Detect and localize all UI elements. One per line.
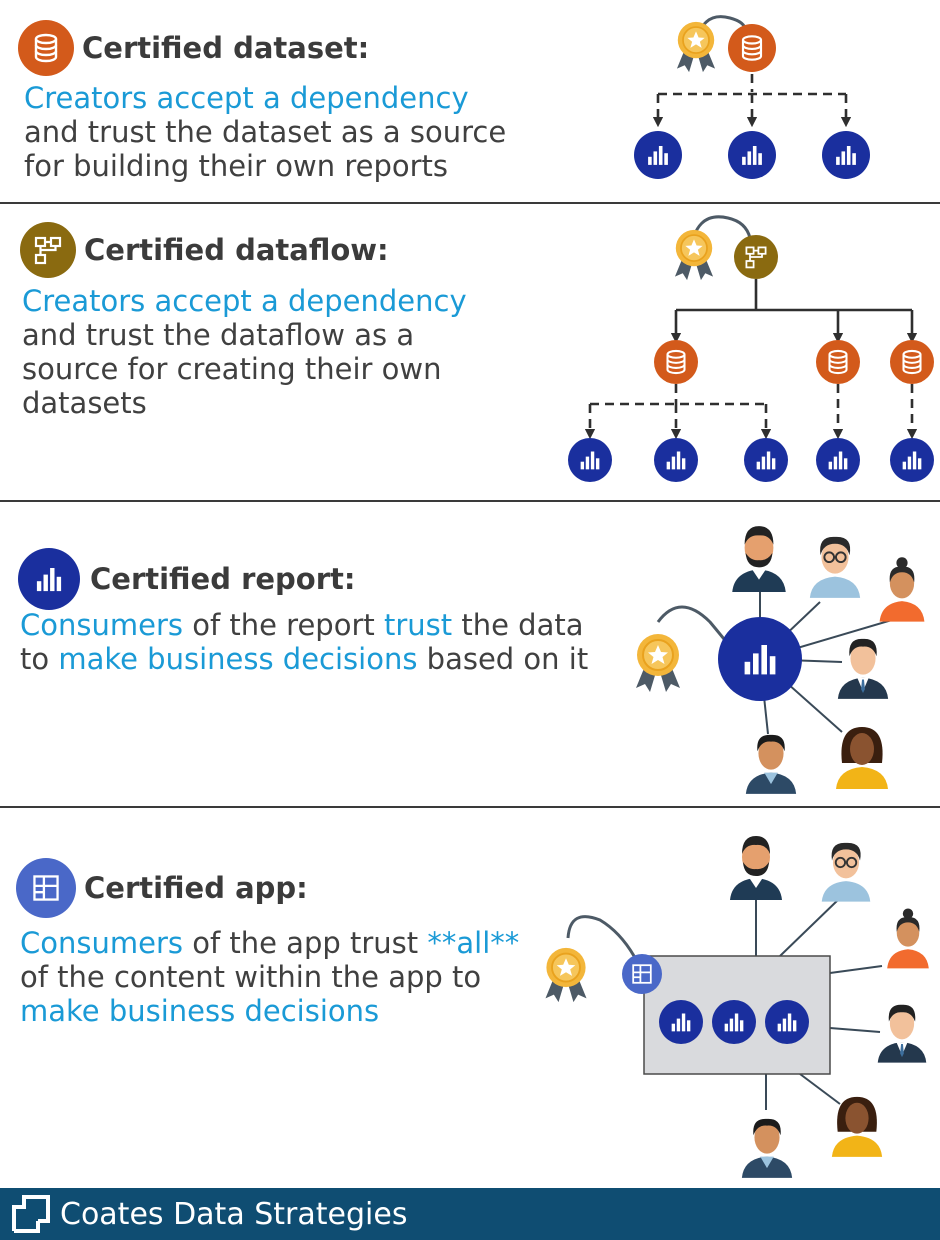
divider bbox=[0, 202, 940, 204]
description-text: the data bbox=[452, 608, 584, 642]
report-node bbox=[718, 617, 802, 701]
award-icon bbox=[674, 228, 714, 282]
dataflow-icon bbox=[20, 222, 76, 278]
description-text: Creators accept a dependency bbox=[24, 81, 469, 115]
dataset-diagram bbox=[634, 15, 870, 179]
app-icon bbox=[16, 858, 76, 918]
report-node bbox=[744, 438, 788, 482]
person-icon bbox=[877, 1004, 927, 1063]
app-diagram bbox=[544, 836, 929, 1178]
description-text: Consumers bbox=[20, 926, 183, 960]
section-certified-app: Certified app: Consumers of the app trus… bbox=[0, 808, 940, 1188]
report-node bbox=[654, 438, 698, 482]
app-title-row: Certified app: bbox=[16, 858, 308, 918]
description-text: and trust the dataset as a source bbox=[24, 115, 507, 149]
report-node bbox=[568, 438, 612, 482]
person-icon bbox=[879, 557, 925, 622]
description-text: of the report bbox=[182, 608, 384, 642]
description-text: Creators accept a dependency bbox=[22, 284, 467, 318]
person-icon bbox=[887, 908, 929, 969]
person-icon bbox=[820, 841, 872, 902]
description-text: and trust the dataflow as a bbox=[22, 318, 415, 352]
description-text: for building their own reports bbox=[24, 149, 448, 183]
description-text: Consumers bbox=[20, 608, 183, 642]
footer-brand-text: Coates Data Strategies bbox=[60, 1196, 408, 1232]
report-description: Consumers of the report trust the data to… bbox=[20, 608, 620, 676]
app-description: Consumers of the app trust **all**of the… bbox=[20, 926, 580, 1028]
database-icon bbox=[18, 20, 74, 76]
award-icon bbox=[544, 946, 588, 1004]
description-text: make business decisions bbox=[58, 642, 418, 676]
person-icon bbox=[732, 526, 786, 592]
description-text: datasets bbox=[22, 386, 147, 420]
description-text: **all** bbox=[427, 926, 520, 960]
dataset-title: Certified dataset: bbox=[82, 31, 370, 65]
report-diagram bbox=[635, 526, 925, 794]
section-certified-report: Certified report: Consumers of the repor… bbox=[0, 502, 940, 806]
report-node bbox=[765, 1000, 809, 1044]
section-certified-dataflow: Certified dataflow: Creators accept a de… bbox=[0, 204, 940, 500]
footer-bar: Coates Data Strategies bbox=[0, 1188, 940, 1240]
report-title-row: Certified report: bbox=[18, 548, 356, 610]
dataflow-title: Certified dataflow: bbox=[84, 233, 389, 267]
report-node bbox=[890, 438, 934, 482]
divider bbox=[0, 500, 940, 502]
divider bbox=[0, 806, 940, 808]
award-icon bbox=[635, 633, 681, 693]
award-icon bbox=[676, 20, 716, 74]
report-node bbox=[822, 131, 870, 179]
description-text: based on it bbox=[417, 642, 589, 676]
description-text: trust bbox=[383, 608, 453, 642]
app-node bbox=[622, 954, 662, 994]
section-certified-dataset: Certified dataset: Creators accept a dep… bbox=[0, 0, 940, 203]
person-icon bbox=[831, 1096, 883, 1157]
report-node bbox=[659, 1000, 703, 1044]
person-icon bbox=[730, 836, 782, 900]
dataflow-title-row: Certified dataflow: bbox=[20, 222, 389, 278]
app-title: Certified app: bbox=[84, 871, 308, 905]
person-icon bbox=[745, 734, 797, 794]
dataflow-diagram bbox=[568, 215, 934, 482]
report-node bbox=[816, 438, 860, 482]
description-text: make business decisions bbox=[20, 994, 380, 1028]
person-icon bbox=[808, 535, 862, 598]
report-node bbox=[634, 131, 682, 179]
description-text: of the app trust bbox=[182, 926, 428, 960]
description-text: source for creating their own bbox=[22, 352, 442, 386]
description-text: to bbox=[20, 642, 59, 676]
report-icon bbox=[18, 548, 80, 610]
report-node bbox=[728, 131, 776, 179]
description-text: of the content within the app to bbox=[20, 960, 482, 994]
report-node bbox=[712, 1000, 756, 1044]
coates-logo-icon bbox=[12, 1195, 50, 1233]
person-icon bbox=[837, 638, 889, 699]
dataset-title-row: Certified dataset: bbox=[18, 20, 369, 76]
person-icon bbox=[836, 727, 888, 789]
person-icon bbox=[741, 1118, 793, 1178]
report-title: Certified report: bbox=[90, 562, 356, 596]
